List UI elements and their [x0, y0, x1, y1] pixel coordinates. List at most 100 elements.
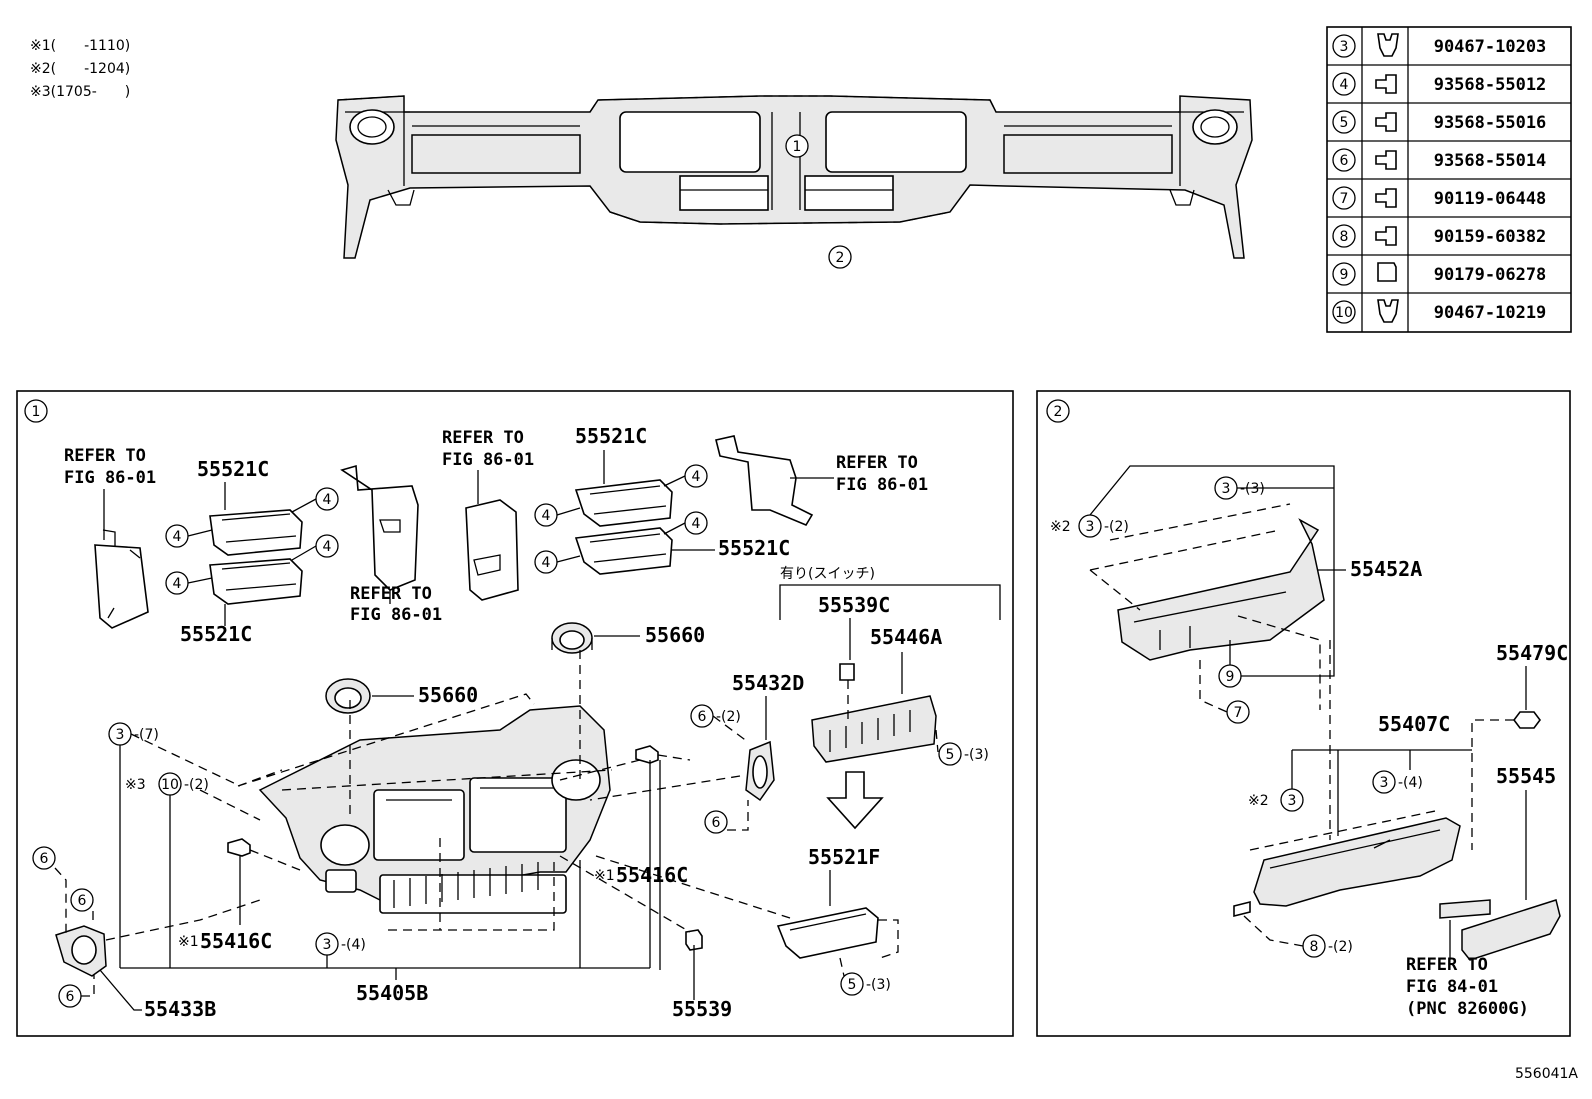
svg-text:7: 7	[1234, 705, 1243, 721]
svg-text:6: 6	[78, 893, 87, 909]
svg-text:6: 6	[66, 989, 75, 1005]
part-55660-a: 55660	[645, 623, 705, 647]
part-55521f: 55521F	[808, 845, 880, 869]
table-ref-number: 3	[1340, 39, 1349, 55]
refer-label-e: REFER TO	[1406, 955, 1488, 975]
part-55452a: 55452A	[1350, 557, 1422, 581]
svg-text:9: 9	[1226, 669, 1235, 685]
part-55545: 55545	[1496, 764, 1556, 788]
panel-1-callout	[24, 399, 48, 423]
screw-icon	[1375, 112, 1397, 132]
svg-text:※1: ※1	[178, 934, 199, 950]
part-55416c-a: 55416C	[200, 929, 272, 953]
clip-icon	[1377, 33, 1399, 57]
svg-text:-(3): -(3)	[964, 747, 989, 763]
table-ref-number: 7	[1340, 191, 1349, 207]
vent-55660-a	[551, 622, 593, 654]
screw-icon	[1375, 150, 1397, 170]
panel-2-callout-label: 2	[1054, 404, 1063, 420]
table-ref-circle	[1332, 148, 1356, 172]
table-part-number: 90159-60382	[1434, 227, 1547, 247]
svg-text:6: 6	[712, 815, 721, 831]
table-ref-circle	[1332, 110, 1356, 134]
part-55539: 55539	[672, 997, 732, 1021]
svg-text:3: 3	[323, 937, 332, 953]
part-55521c-a: 55521C	[197, 457, 269, 481]
table-ref-circle	[1332, 186, 1356, 210]
part-55521c-c: 55521C	[575, 424, 647, 448]
illustration-id: 556041A	[1515, 1066, 1578, 1082]
notes: ※1( -1110) ※2( -1204) ※3(1705- )	[30, 38, 130, 100]
svg-text:-(4): -(4)	[341, 937, 366, 953]
part-55407c: 55407C	[1378, 712, 1450, 736]
table-part-number: 90467-10219	[1434, 303, 1547, 323]
panel-2-content: 55452A 3 -(3) ※2 3 -(2) 9 7 55479C 55407…	[1050, 465, 1568, 1019]
table-ref-circle	[1332, 300, 1356, 324]
note-2: ※2( -1204)	[30, 61, 130, 77]
svg-text:4: 4	[542, 555, 551, 571]
screw-icon	[1375, 74, 1397, 94]
part-55539c: 55539C	[818, 593, 890, 617]
part-55433b: 55433B	[144, 997, 216, 1021]
refer-fig-d: FIG 86-01	[836, 475, 928, 495]
svg-text:4: 4	[173, 529, 182, 545]
svg-text:3: 3	[116, 727, 125, 743]
part-55660-b: 55660	[418, 683, 478, 707]
refer-fig-a: FIG 86-01	[64, 468, 156, 488]
part-55405b: 55405B	[356, 981, 428, 1005]
svg-text:-(3): -(3)	[866, 977, 891, 993]
callout-1-label: 1	[793, 139, 802, 155]
table-ref-number: 8	[1340, 229, 1349, 245]
svg-text:-(2): -(2)	[1104, 519, 1129, 535]
part-55446a: 55446A	[870, 625, 942, 649]
svg-text:4: 4	[692, 516, 701, 532]
panel-1-content: REFER TO FIG 86-01 55521C 55521C 4 4 4 4…	[32, 424, 1001, 1021]
nut-icon	[1377, 262, 1397, 282]
svg-text:3: 3	[1288, 793, 1297, 809]
table-ref-circle	[1332, 224, 1356, 248]
svg-text:6: 6	[698, 709, 707, 725]
callout-2	[828, 245, 852, 269]
svg-text:5: 5	[848, 977, 857, 993]
svg-text:4: 4	[542, 508, 551, 524]
svg-text:4: 4	[692, 469, 701, 485]
table-ref-number: 6	[1340, 153, 1349, 169]
callout-2-label: 2	[836, 250, 845, 266]
table-part-number: 93568-55012	[1434, 75, 1547, 95]
svg-text:4: 4	[323, 492, 332, 508]
svg-text:3: 3	[1222, 481, 1231, 497]
switch-note: 有り(スイッチ)	[780, 566, 875, 582]
table-ref-circle	[1332, 262, 1356, 286]
refer-label-c: REFER TO	[442, 428, 524, 448]
table-part-number: 90119-06448	[1434, 189, 1547, 209]
part-55479c: 55479C	[1496, 641, 1568, 665]
svg-text:-(2): -(2)	[1328, 939, 1353, 955]
table-part-number: 90179-06278	[1434, 265, 1547, 285]
table-ref-circle	[1332, 34, 1356, 58]
svg-text:-(4): -(4)	[1398, 775, 1423, 791]
table-ref-number: 5	[1340, 115, 1349, 131]
table-part-number: 90467-10203	[1434, 37, 1547, 57]
svg-text:※3: ※3	[125, 777, 146, 793]
svg-text:-(2): -(2)	[184, 777, 209, 793]
cluster-panel-55405b	[258, 705, 611, 914]
refer-label-d: REFER TO	[836, 453, 918, 473]
svg-text:※2: ※2	[1050, 519, 1071, 535]
svg-text:※1: ※1	[594, 868, 615, 884]
down-arrow-icon	[826, 771, 884, 830]
table-ref-number: 9	[1340, 267, 1349, 283]
svg-text:-(3): -(3)	[1240, 481, 1265, 497]
table-part-number: 93568-55014	[1434, 151, 1547, 171]
svg-text:4: 4	[173, 576, 182, 592]
svg-text:※2: ※2	[1248, 793, 1269, 809]
part-55432d: 55432D	[732, 671, 804, 695]
dashboard-assembly-illustration: 1 2	[335, 95, 1253, 269]
svg-text:10: 10	[161, 777, 179, 793]
svg-text:3: 3	[1380, 775, 1389, 791]
refer-fig-c: FIG 86-01	[442, 450, 534, 470]
note-1: ※1( -1110)	[30, 38, 130, 54]
panel-2-callout	[1046, 399, 1070, 423]
part-55416c-b: 55416C	[616, 863, 688, 887]
